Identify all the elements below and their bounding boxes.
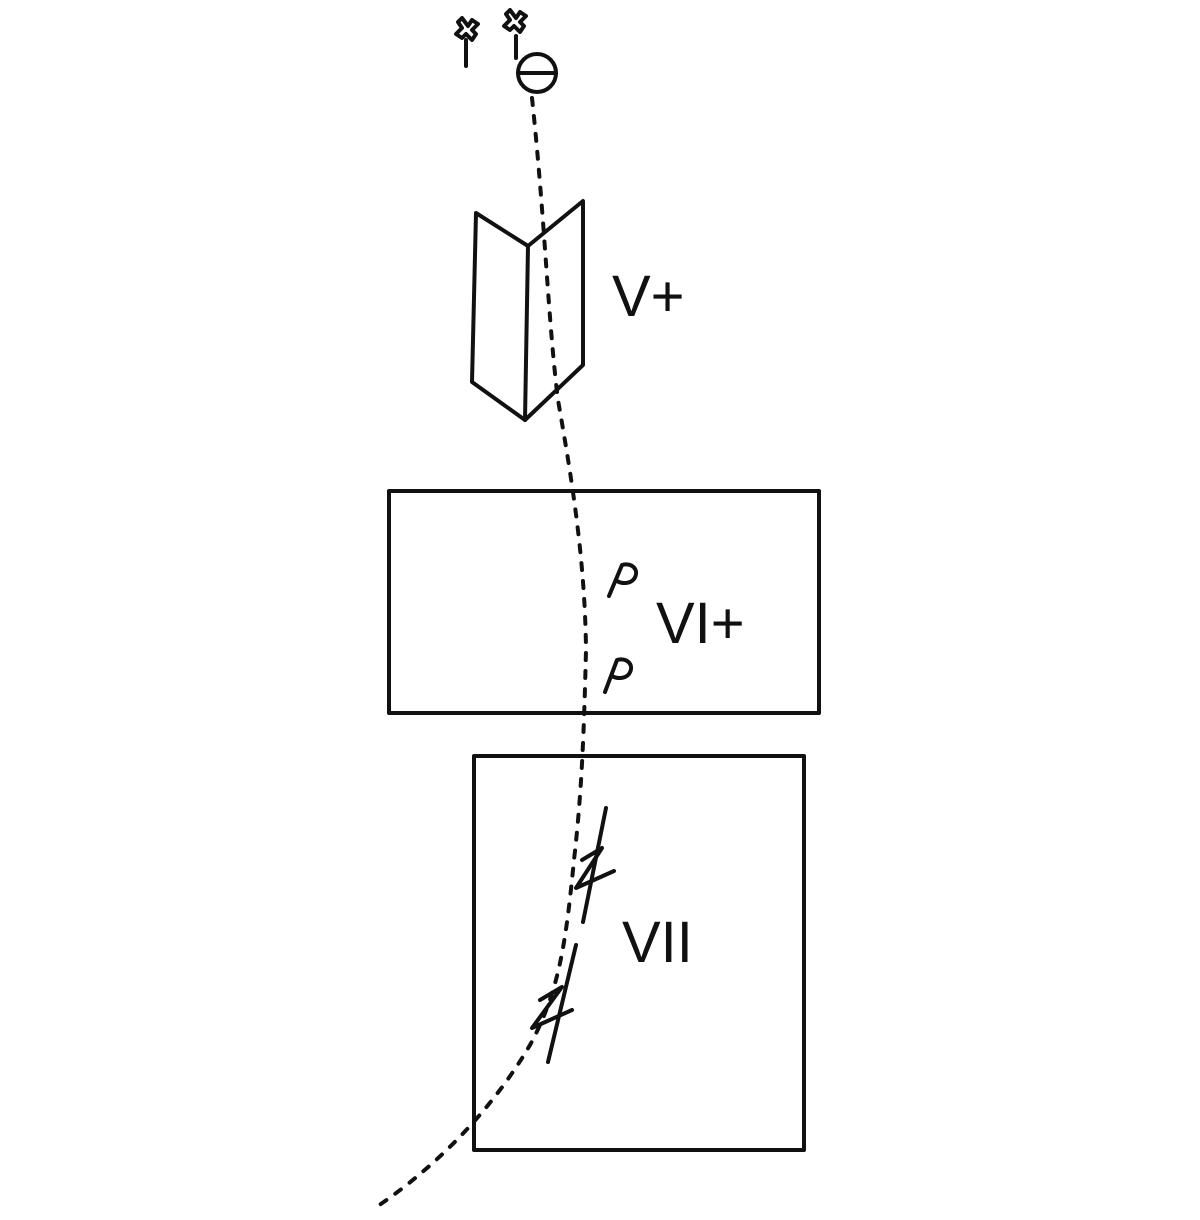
pitch-box-vi-plus: [387, 489, 821, 715]
piton-icon: [607, 562, 639, 598]
crack-icon: [530, 806, 616, 1064]
piton-icon: [603, 657, 634, 694]
tree-icon: [502, 8, 528, 60]
pitch-box-vii: [472, 754, 806, 1152]
route-line: [370, 96, 588, 1212]
grade-label-v-plus: V+: [612, 264, 685, 329]
tree-icon: [454, 16, 480, 68]
grade-label-vii: VII: [622, 910, 693, 975]
dihedral-icon: [470, 199, 585, 422]
grade-label-vi-plus: VI+: [656, 591, 745, 656]
start-circle-minus-icon: [516, 52, 558, 94]
